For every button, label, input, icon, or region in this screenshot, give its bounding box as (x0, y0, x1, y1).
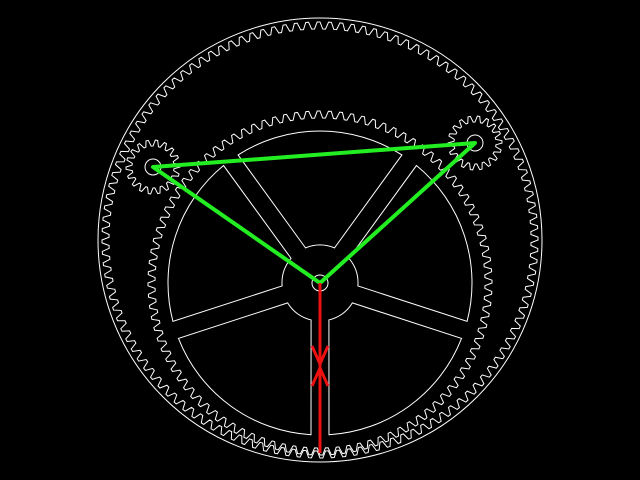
spoke-window (237, 130, 403, 249)
gear-spoke-windows (167, 130, 473, 436)
spoke-window (328, 302, 463, 436)
red-arrow-up (310, 366, 330, 387)
spoke-window (348, 164, 473, 322)
carrier-triangle (151, 141, 477, 285)
outer-ring-internal-teeth (101, 21, 539, 459)
red-arrow-down (310, 345, 330, 366)
planet-gear-left (125, 139, 181, 195)
spoke-window (177, 302, 312, 436)
outer-ring-boundary (97, 17, 543, 463)
middle-gear-teeth (147, 110, 493, 456)
planet-gear-right (447, 115, 503, 171)
spoke-window (167, 164, 292, 322)
